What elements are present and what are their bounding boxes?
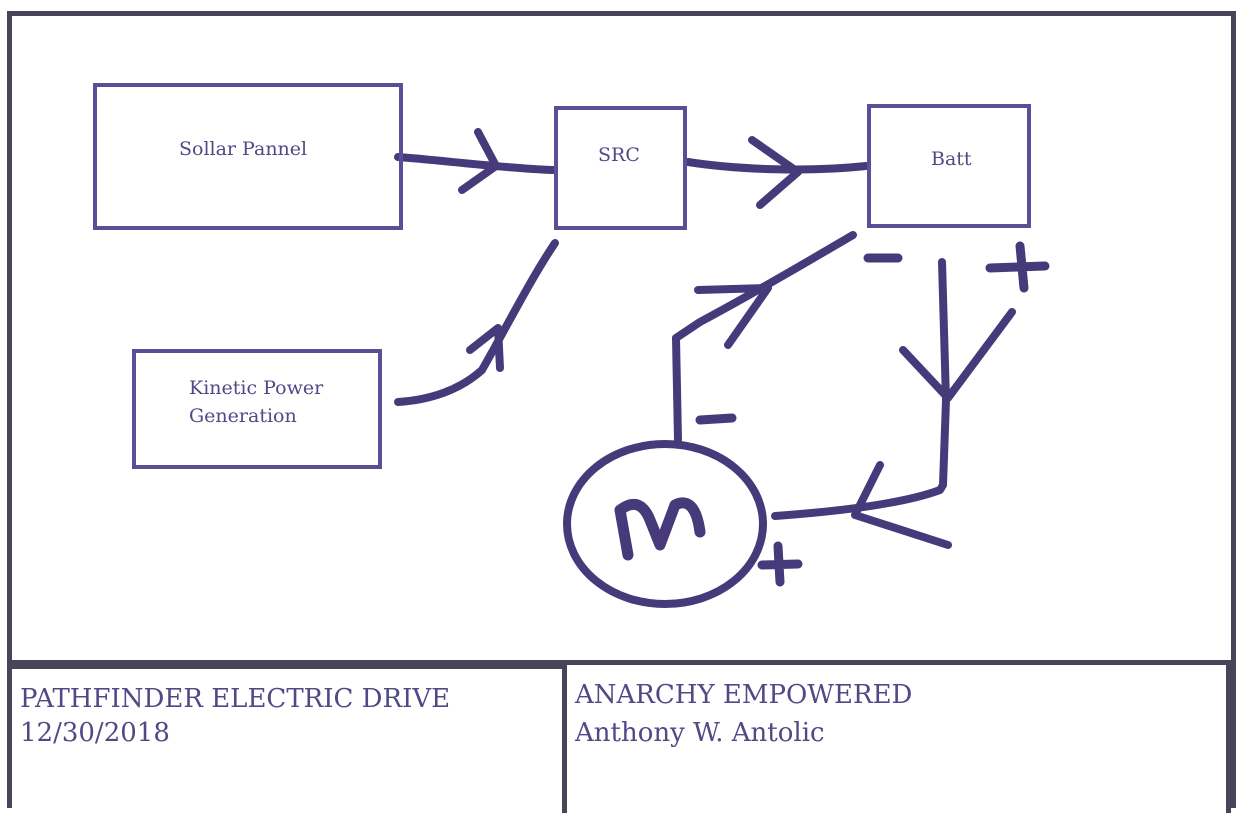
solar-panel-block [93,83,403,230]
title-block-right: ANARCHY EMPOWERED Anthony W. Antolic [567,665,1231,813]
kinetic-label-line1: Kinetic Power [189,377,324,399]
project-title: PATHFINDER ELECTRIC DRIVE [20,684,451,714]
solar-to-src-wire [394,153,557,174]
motor-positive-mark [757,541,803,587]
battery-block [867,104,1031,228]
drawing-date: 12/30/2018 [20,718,170,748]
src-to-batt-arrowhead [748,136,802,209]
motor-negative-mark [695,413,737,425]
src-to-batt-wire [684,158,870,174]
drawing-frame [7,11,1236,808]
motor-neg-arrowhead [694,284,772,349]
title-block-left: PATHFINDER ELECTRIC DRIVE 12/30/2018 [7,665,567,813]
src-label: SRC [598,144,640,166]
author-name: Anthony W. Antolic [575,718,825,748]
title-block: PATHFINDER ELECTRIC DRIVE 12/30/2018 ANA… [7,660,1236,813]
motor-circle [563,440,767,608]
src-block [554,106,687,230]
solar-panel-label: Sollar Pannel [179,138,308,160]
batt-positive-mark [985,241,1050,293]
motor-m-letter [614,497,706,561]
batt-pos-left-arrowhead [851,461,952,549]
batt-pos-wire [771,258,950,520]
kinetic-generation-block [132,349,382,469]
batt-pos-down-arrowhead [899,308,1016,402]
motor-neg-wire [672,231,857,444]
kinetic-to-src-arrowhead [466,324,504,372]
kinetic-to-src-wire [394,239,559,406]
battery-label: Batt [931,148,972,170]
kinetic-label-line2: Generation [189,405,297,427]
solar-to-src-arrowhead [458,128,500,194]
organization-name: ANARCHY EMPOWERED [575,680,913,710]
